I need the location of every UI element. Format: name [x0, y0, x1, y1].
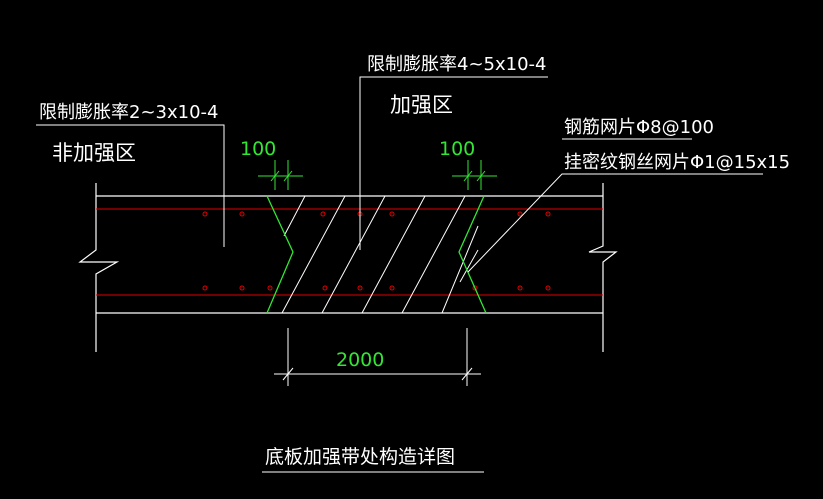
right-gap-dimension: 100 — [439, 138, 475, 160]
wire-mesh — [266, 195, 487, 314]
rebar-dot — [357, 285, 363, 291]
dim-tick — [283, 170, 293, 182]
rebar-dot — [389, 285, 395, 291]
band-hatching — [281, 195, 479, 314]
limit-rate-normal-label: 限制膨胀率2~3x10-4 — [39, 102, 219, 123]
rebar-mesh-label: 钢筋网片Φ8@100 — [564, 117, 714, 138]
rebar-dot — [239, 211, 245, 217]
dim-tick — [461, 367, 473, 381]
dim-tick — [476, 170, 486, 182]
leader-wire-mesh — [467, 173, 763, 273]
hatch-line — [283, 195, 306, 237]
dim-tick — [270, 170, 280, 182]
wire-mesh-label: 挂密纹钢丝网片Φ1@15x15 — [564, 152, 790, 173]
rebar-dot — [239, 285, 245, 291]
hatch-line — [281, 195, 346, 314]
rebar-dot — [320, 211, 326, 217]
rebar-dot — [517, 285, 523, 291]
hatch-line — [441, 225, 479, 314]
rebar-dot — [472, 285, 478, 291]
rebar-dot — [202, 285, 208, 291]
hatch-line — [361, 195, 426, 314]
leader-lines — [36, 76, 763, 273]
limit-rate-strengthened-label: 限制膨胀率4~5x10-4 — [367, 54, 547, 75]
left-mesh-zigzag — [266, 195, 294, 314]
rebar-dot — [202, 211, 208, 217]
rebar-lines — [96, 208, 603, 296]
rebar-dot — [517, 211, 523, 217]
drawing-title: 底板加强带处构造详图 — [265, 446, 455, 468]
band-width-dimension: 2000 — [336, 349, 384, 371]
strengthened-zone-label: 加强区 — [390, 93, 453, 117]
non-strengthened-zone-label: 非加强区 — [52, 141, 136, 165]
hatch-line — [459, 249, 479, 283]
rebar-dot — [322, 285, 328, 291]
leader-strengthened-zone — [359, 76, 548, 250]
left-gap-dimension: 100 — [240, 138, 276, 160]
rebar-dots — [202, 211, 551, 291]
rebar-dot — [389, 211, 395, 217]
rebar-dot — [545, 285, 551, 291]
left-break-line — [78, 183, 120, 352]
rebar-dot — [267, 285, 273, 291]
dim-tick — [463, 170, 473, 182]
hatch-line — [401, 195, 466, 314]
leader-normal-zone — [36, 124, 225, 247]
dim-tick — [282, 367, 294, 381]
slab-outline — [78, 183, 618, 352]
rebar-dot — [545, 211, 551, 217]
top-dimensions — [258, 160, 497, 190]
bottom-dimension — [274, 328, 481, 386]
right-break-line — [588, 183, 618, 352]
right-mesh-zigzag — [458, 195, 487, 314]
hatch-line — [321, 195, 386, 314]
